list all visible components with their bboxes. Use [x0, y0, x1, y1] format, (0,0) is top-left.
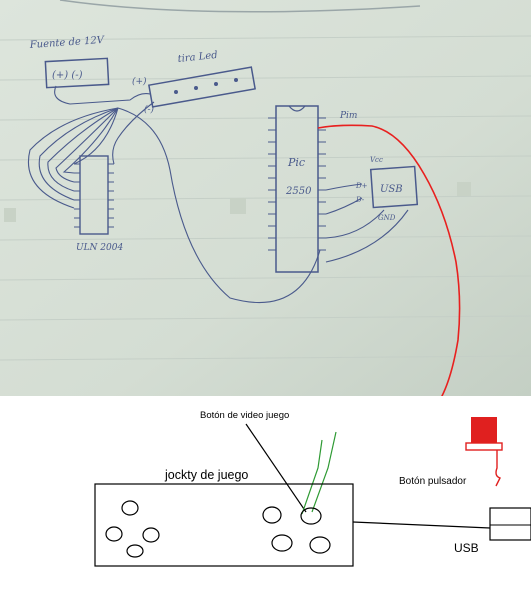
d-minus-label: D-: [355, 196, 365, 204]
joystick-button: [271, 534, 293, 552]
uln-label: ULN 2004: [76, 243, 123, 253]
joystick-button: [142, 527, 160, 543]
uln-pins: [74, 163, 114, 228]
d-plus-label: D+: [355, 182, 368, 190]
sketch-photo: Fuente de 12V (+) (-) tira Led (+) (-) U…: [0, 0, 531, 456]
pic-label: Pic: [287, 156, 305, 169]
joystick-button: [105, 526, 123, 542]
hole-mark: [457, 182, 471, 196]
push-button-label: Botón pulsador: [399, 476, 467, 487]
hole-mark: [230, 198, 246, 214]
joystick-label: jockty de juego: [164, 468, 248, 482]
push-button-lead: [495, 450, 501, 487]
usb-cable: [352, 521, 491, 529]
power-supply: [44, 57, 110, 89]
supply-label: Fuente de 12V: [28, 35, 106, 51]
joystick-body: [94, 483, 354, 567]
strip-plus: (+): [132, 76, 147, 87]
hole-mark: [4, 208, 16, 222]
game-button-pointer: [245, 423, 307, 513]
notebook-lines: [0, 35, 531, 361]
pin-label: Pim: [339, 111, 357, 121]
joystick-button: [121, 500, 139, 516]
joystick-button: [126, 544, 144, 558]
pic-chip: [275, 105, 319, 273]
gnd-label: GND: [378, 214, 396, 222]
led-strip-label: tira Led: [177, 50, 218, 65]
push-button-cap: [471, 417, 497, 443]
strip-minus: (-): [144, 104, 155, 115]
led-strip: [148, 66, 256, 108]
push-button-base: [465, 442, 503, 451]
usb-label: USB: [454, 541, 479, 555]
uln-chip: [79, 155, 109, 235]
joystick-diagram: Botón de video juego jockty de juego USB…: [0, 396, 531, 600]
pic-pins: [268, 117, 326, 251]
usb-connector: [489, 507, 531, 541]
usb-module-label: USB: [380, 184, 403, 195]
green-wire: [311, 431, 337, 513]
led-dots: [174, 78, 238, 94]
supply-pins: (+) (-): [52, 70, 83, 81]
game-button-label: Botón de video juego: [200, 410, 289, 421]
usb-module: [369, 165, 419, 209]
joystick-button: [262, 506, 282, 524]
video-game-button: [300, 507, 322, 525]
diagram-background: [0, 396, 531, 600]
green-wire: [301, 439, 323, 515]
paper-arc: [59, 0, 421, 13]
pic-notch: [288, 105, 306, 112]
pic-model: 2550: [285, 186, 312, 197]
joystick-button: [309, 536, 331, 554]
sketch-wires: [28, 85, 409, 304]
vcc-label: Vcc: [370, 156, 383, 164]
